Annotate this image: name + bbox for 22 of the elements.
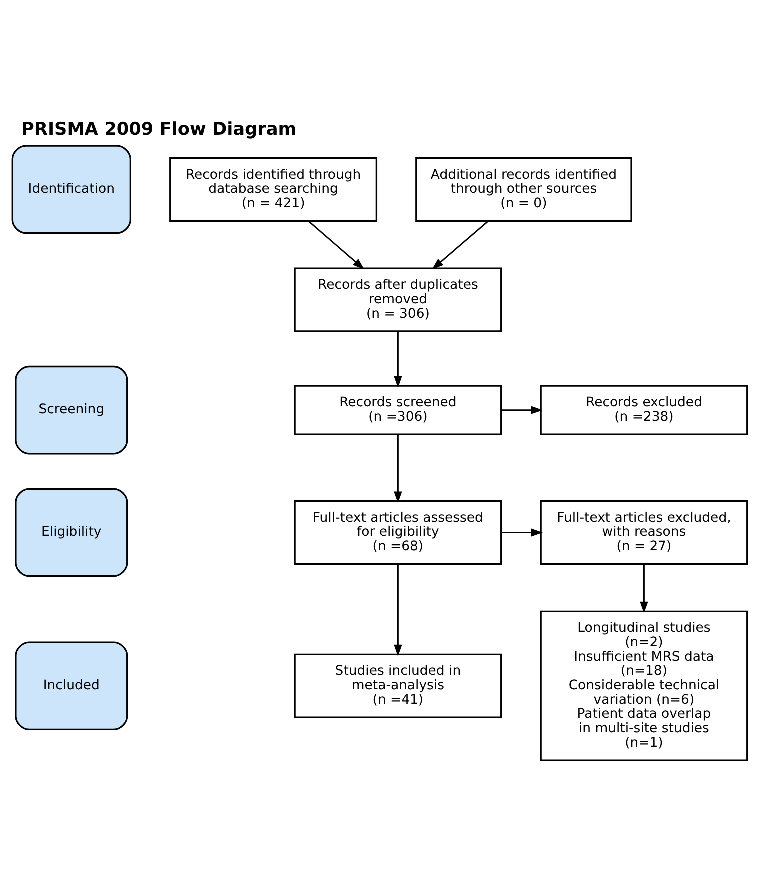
node-box: Longitudinal studies (n=2) Insufficient MRS data (n=18) Considerable technical variation (n=6) Patient data overlap in multi-site studies (n=1) (540, 610, 748, 761)
arrow (308, 220, 365, 270)
node-box: Full-text articles excluded, with reasons (n = 27) (540, 500, 748, 565)
node-box: Records excluded (n =238) (540, 384, 748, 435)
diagram-title: PRISMA 2009 Flow Diagram (21, 119, 297, 140)
arrow (432, 220, 490, 270)
arrow (640, 564, 648, 614)
arrow (394, 434, 402, 503)
node-box: Full-text articles assessed for eligibility (n =68) (294, 500, 502, 565)
arrow (502, 528, 543, 536)
node-box: Records after duplicates removed (n = 306) (294, 267, 502, 332)
node-box: Records identified through database searching (n = 421) (170, 156, 378, 222)
arrow (502, 406, 543, 414)
node-box: Screening (15, 365, 128, 454)
node-box: Studies included in meta-analysis (n =41) (294, 653, 502, 718)
arrow (394, 564, 402, 656)
arrow (394, 331, 402, 388)
node-box: Eligibility (15, 488, 128, 577)
node-box: Additional records identified through other sources (n = 0) (416, 156, 632, 222)
node-box: Included (15, 641, 128, 730)
node-box: Records screened (n =306) (294, 384, 502, 435)
node-box: Identification (12, 144, 132, 234)
